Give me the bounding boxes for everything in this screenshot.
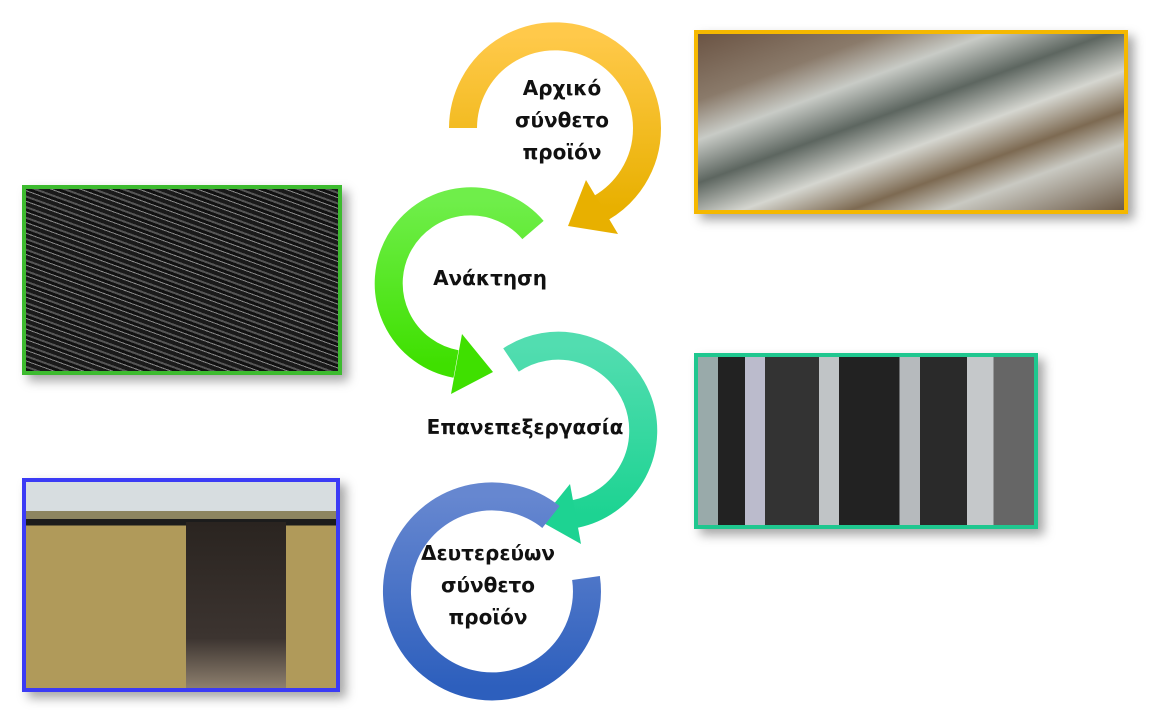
arrow-original-product	[449, 22, 661, 234]
photo-reprocessing-machine	[694, 353, 1038, 529]
photo-recovered-fibers	[22, 185, 342, 375]
arrow-reprocessing	[503, 331, 658, 544]
step-label-secondary-product: Δευτερεύων σύνθετο προϊόν	[421, 537, 555, 633]
label-line: Δευτερεύων	[421, 541, 555, 565]
label-line: προϊόν	[522, 140, 602, 164]
arrow-secondary-product	[383, 482, 601, 701]
arrow-recovery	[374, 187, 544, 394]
label-line: σύνθετο	[440, 573, 536, 597]
step-label-reprocessing: Επανεπεξεργασία	[427, 411, 624, 443]
photo-wind-turbine-blades	[694, 30, 1128, 214]
step-label-original-product: Αρχικό σύνθετο προϊόν	[515, 72, 609, 168]
label-line: προϊόν	[448, 605, 528, 629]
step-label-recovery: Ανάκτηση	[433, 262, 547, 294]
label-line: Ανάκτηση	[433, 266, 547, 290]
photo-secondary-composite-panel	[22, 478, 340, 692]
label-line: σύνθετο	[514, 108, 610, 132]
label-line: Αρχικό	[522, 76, 602, 100]
label-line: Επανεπεξεργασία	[426, 415, 624, 439]
